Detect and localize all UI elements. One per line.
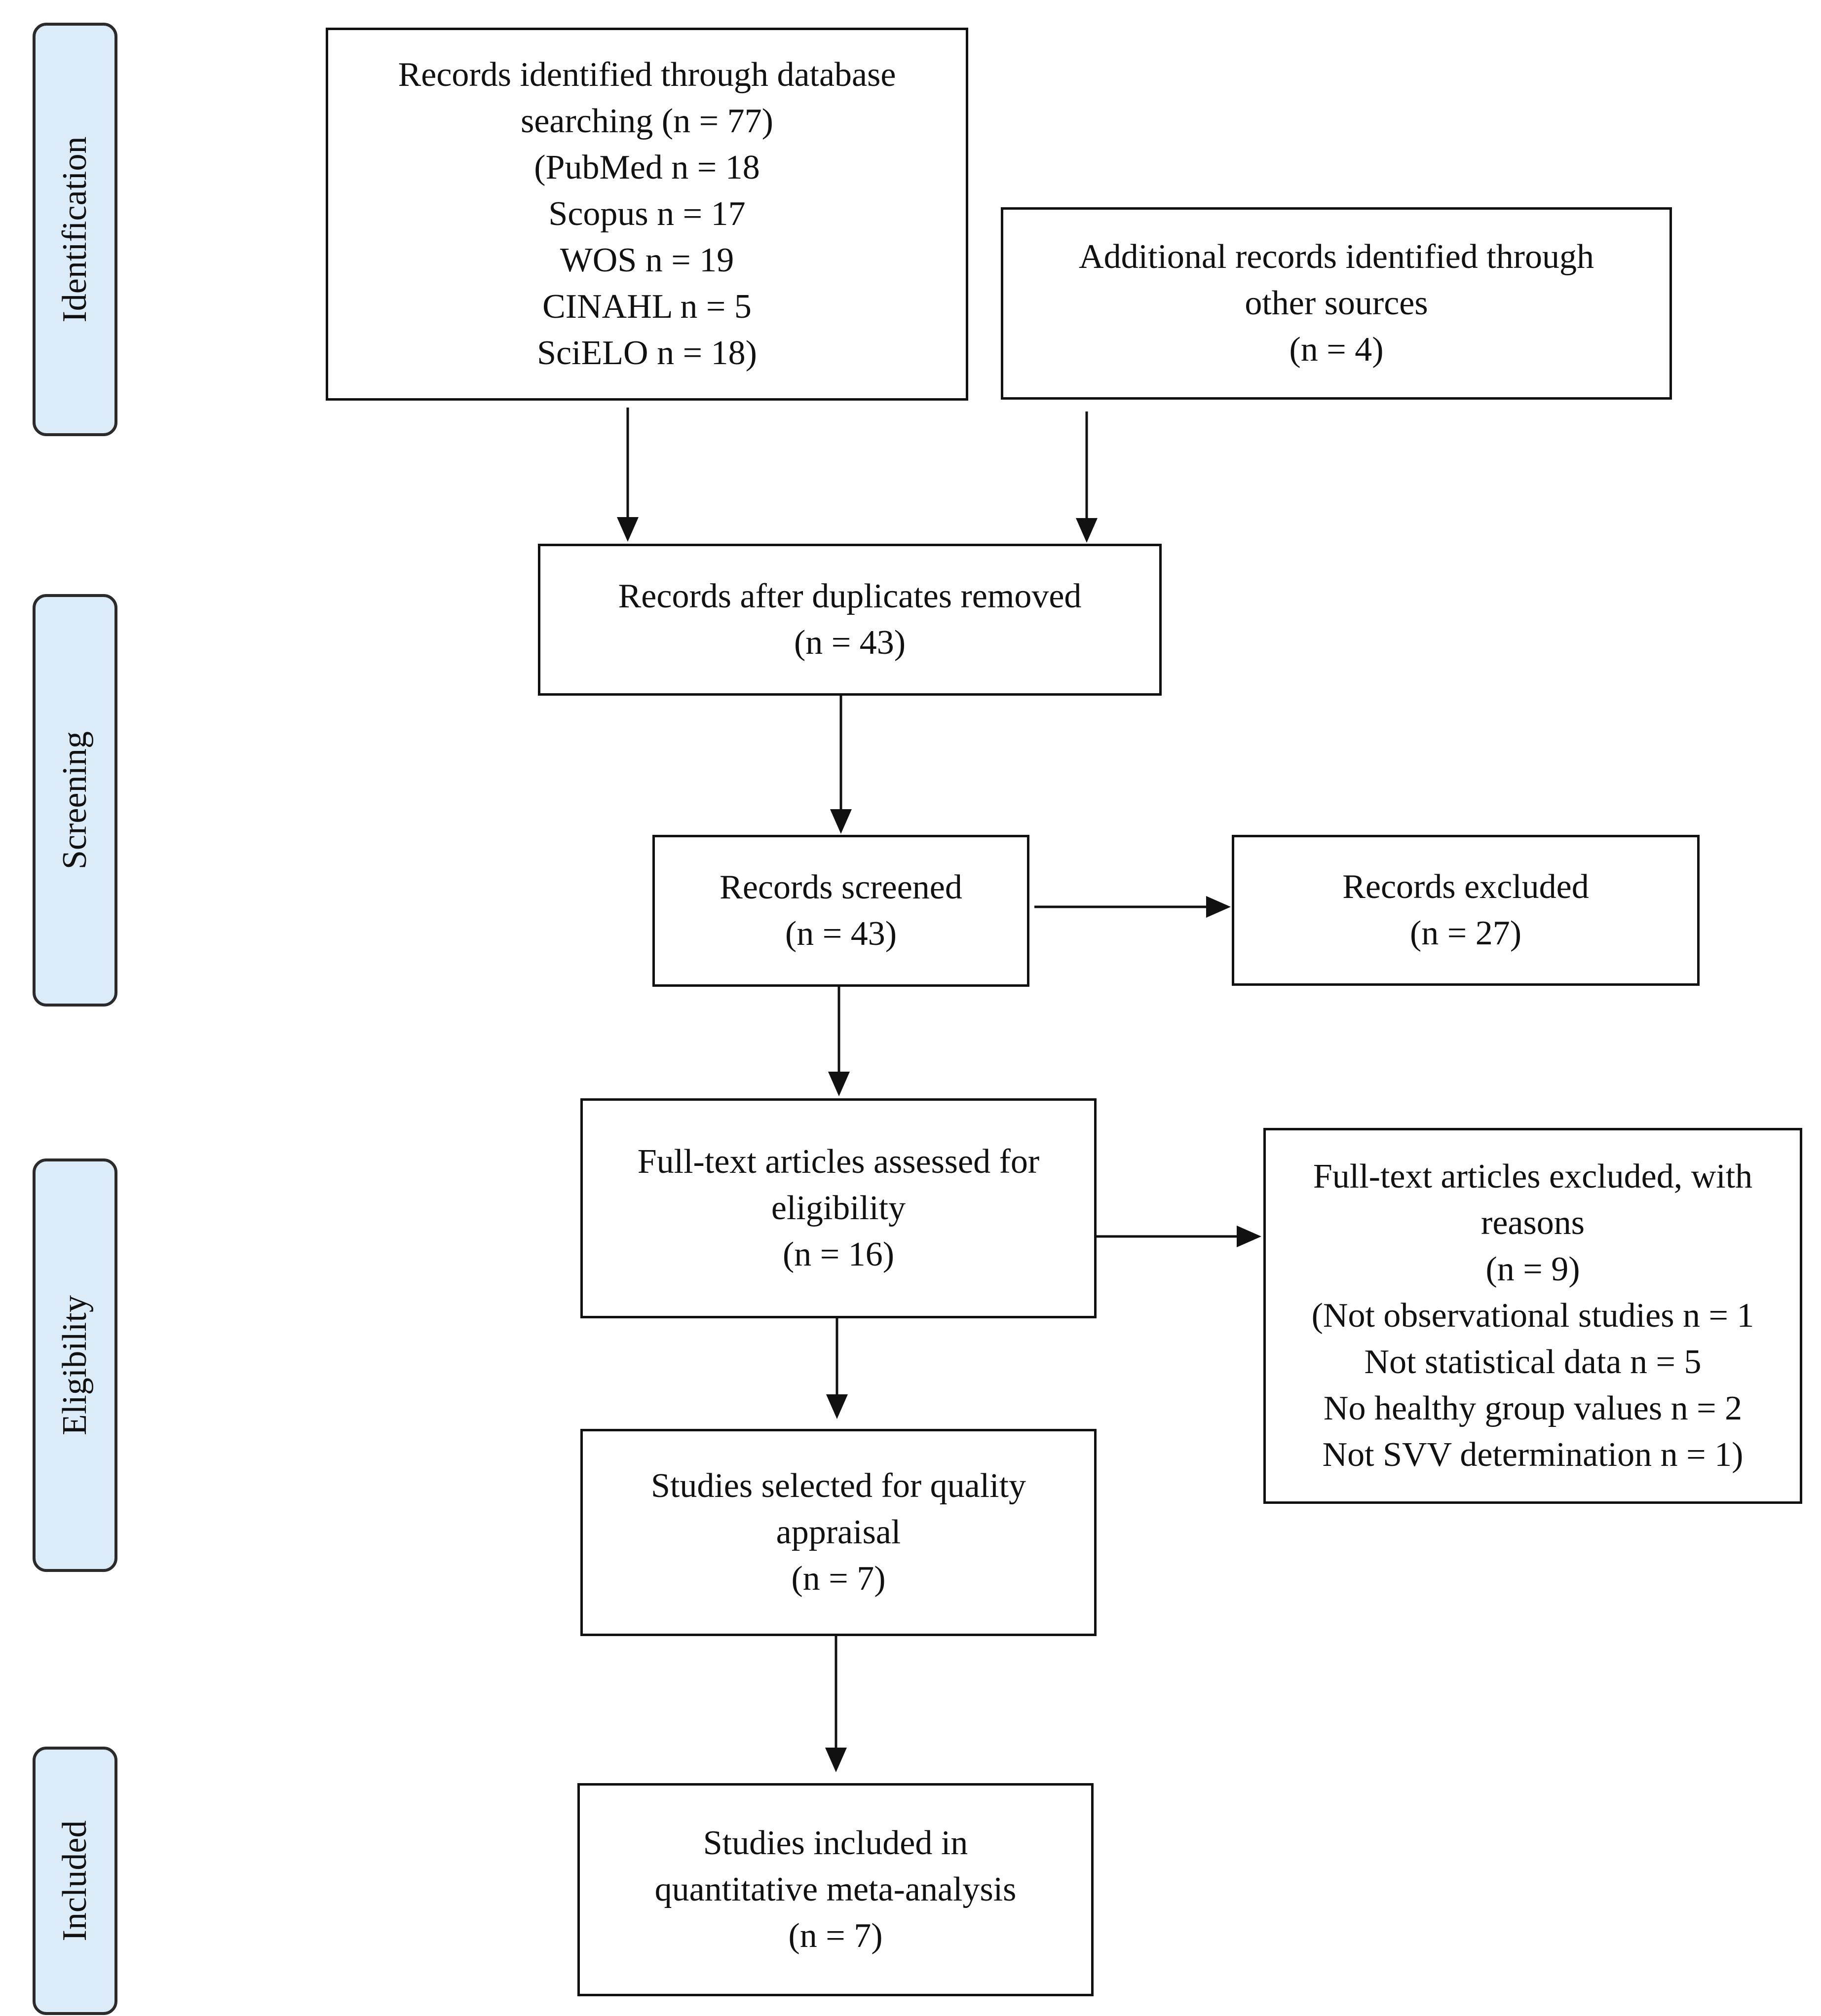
box-fulltext-excluded-line-3: (n = 9) (1485, 1250, 1580, 1288)
box-fulltext-excluded: Full-text articles excluded, with reasons… (1263, 1128, 1802, 1504)
box-meta-analysis-line-3: (n = 7) (788, 1917, 883, 1955)
box-additional-records-line-1: Additional records identified through (1079, 238, 1594, 276)
stage-identification: Identification (33, 23, 117, 436)
arrowhead-screened-to-fulltext (828, 1072, 850, 1096)
box-duplicates-removed: Records after duplicates removed (n = 43) (538, 544, 1162, 696)
box-fulltext-excluded-line-6: No healthy group values n = 2 (1323, 1389, 1743, 1427)
box-additional-records-line-2: other sources (1245, 284, 1428, 322)
box-meta-analysis-line-1: Studies included in (703, 1824, 968, 1862)
box-database-records-line-7: SciELO n = 18) (537, 334, 757, 372)
box-fulltext-assessed-line-3: (n = 16) (782, 1235, 895, 1273)
arrowhead-fulltext-to-quality (826, 1394, 848, 1419)
box-additional-records: Additional records identified through oth… (1001, 207, 1672, 400)
box-duplicates-removed-line-2: (n = 43) (794, 624, 906, 662)
box-database-records-line-2: searching (n = 77) (521, 102, 773, 140)
box-quality-appraisal-line-1: Studies selected for quality (650, 1467, 1026, 1505)
box-fulltext-excluded-line-5: Not statistical data n = 5 (1364, 1343, 1702, 1381)
box-records-screened-line-2: (n = 43) (785, 915, 897, 953)
box-fulltext-excluded-line-2: reasons (1481, 1204, 1585, 1242)
arrowhead-screened-to-excluded (1206, 896, 1231, 918)
box-fulltext-assessed-line-2: eligibility (771, 1189, 906, 1227)
box-quality-appraisal-line-2: appraisal (776, 1513, 901, 1551)
box-records-screened-line-1: Records screened (720, 868, 962, 906)
stage-included: Included (33, 1747, 117, 2015)
stage-eligibility: Eligibility (33, 1158, 117, 1572)
box-database-records: Records identified through database searc… (326, 28, 968, 401)
box-fulltext-assessed: Full-text articles assessed for eligibili… (580, 1098, 1097, 1318)
arrowhead-additional-to-duplicates (1076, 518, 1098, 543)
box-meta-analysis: Studies included in quantitative meta-ana… (577, 1783, 1094, 1996)
box-fulltext-excluded-line-1: Full-text articles excluded, with (1313, 1157, 1753, 1195)
box-additional-records-line-3: (n = 4) (1289, 331, 1384, 369)
box-records-excluded: Records excluded (n = 27) (1232, 835, 1700, 986)
box-database-records-line-3: (PubMed n = 18 (534, 149, 760, 187)
box-records-screened: Records screened (n = 43) (652, 835, 1029, 987)
arrowhead-fulltext-to-excluded (1237, 1226, 1261, 1247)
arrowhead-database-to-duplicates (617, 517, 639, 542)
box-database-records-line-4: Scopus n = 17 (548, 195, 746, 233)
box-fulltext-excluded-line-4: (Not observational studies n = 1 (1311, 1297, 1754, 1335)
arrowhead-duplicates-to-screened (830, 809, 852, 834)
box-records-excluded-line-1: Records excluded (1342, 868, 1589, 906)
box-records-excluded-line-2: (n = 27) (1409, 914, 1522, 952)
box-database-records-line-6: CINAHL n = 5 (542, 288, 752, 326)
arrowhead-quality-to-meta (825, 1748, 847, 1772)
box-fulltext-excluded-line-7: Not SVV determination n = 1) (1322, 1436, 1744, 1474)
stage-screening: Screening (33, 594, 117, 1007)
box-quality-appraisal: Studies selected for quality appraisal (n … (580, 1429, 1097, 1636)
box-meta-analysis-line-2: quantitative meta-analysis (654, 1870, 1017, 1908)
box-duplicates-removed-line-1: Records after duplicates removed (618, 577, 1082, 615)
box-database-records-line-5: WOS n = 19 (560, 241, 734, 279)
box-database-records-line-1: Records identified through database (398, 56, 896, 94)
box-quality-appraisal-line-3: (n = 7) (791, 1560, 886, 1598)
box-fulltext-assessed-line-1: Full-text articles assessed for (637, 1143, 1040, 1181)
